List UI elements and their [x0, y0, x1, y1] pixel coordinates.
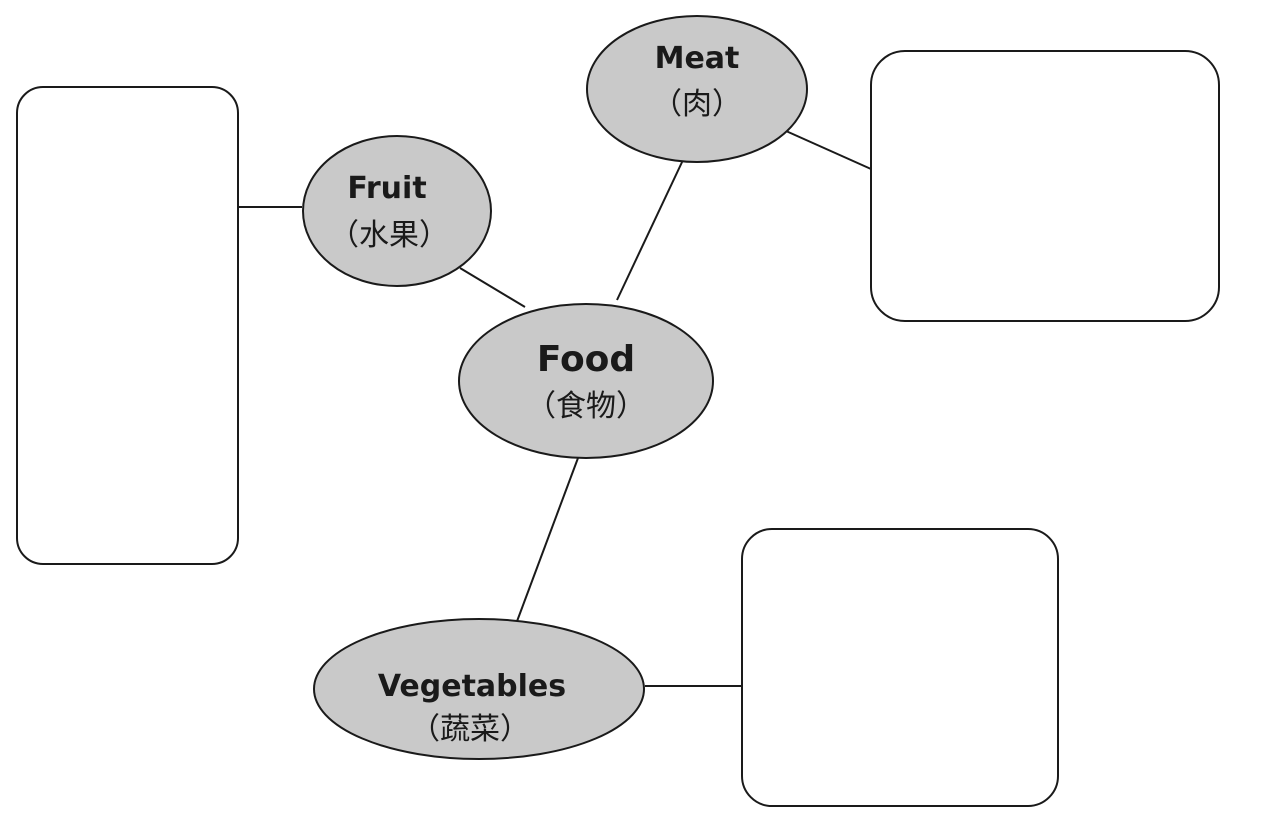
vegetables-label: Vegetables: [378, 669, 566, 704]
fruit-node: Fruit （水果）: [302, 135, 492, 287]
vegetables-ellipse: [313, 618, 645, 760]
vegetables-node: Vegetables （蔬菜）: [313, 618, 645, 760]
vegetables-answer-box[interactable]: [741, 528, 1059, 807]
meat-answer-box[interactable]: [870, 50, 1220, 322]
vegetables-sublabel: （蔬菜）: [410, 712, 530, 747]
fruit-label: Fruit: [347, 171, 426, 206]
fruit-ellipse: [302, 135, 492, 287]
connector-food-fruit: [459, 267, 526, 308]
connector-food-vegetables: [515, 457, 579, 625]
food-label: Food: [537, 339, 635, 380]
meat-label: Meat: [655, 41, 740, 76]
connector-meat-box: [785, 130, 872, 170]
meat-sublabel: （肉）: [652, 87, 742, 122]
connector-food-meat: [616, 159, 684, 301]
fruit-answer-box[interactable]: [16, 86, 239, 565]
food-sublabel: （食物）: [526, 389, 646, 424]
food-ellipse: [458, 303, 714, 459]
meat-node: Meat （肉）: [586, 15, 808, 163]
fruit-sublabel: （水果）: [329, 218, 449, 253]
food-center-node: Food （食物）: [458, 303, 714, 459]
meat-ellipse: [586, 15, 808, 163]
